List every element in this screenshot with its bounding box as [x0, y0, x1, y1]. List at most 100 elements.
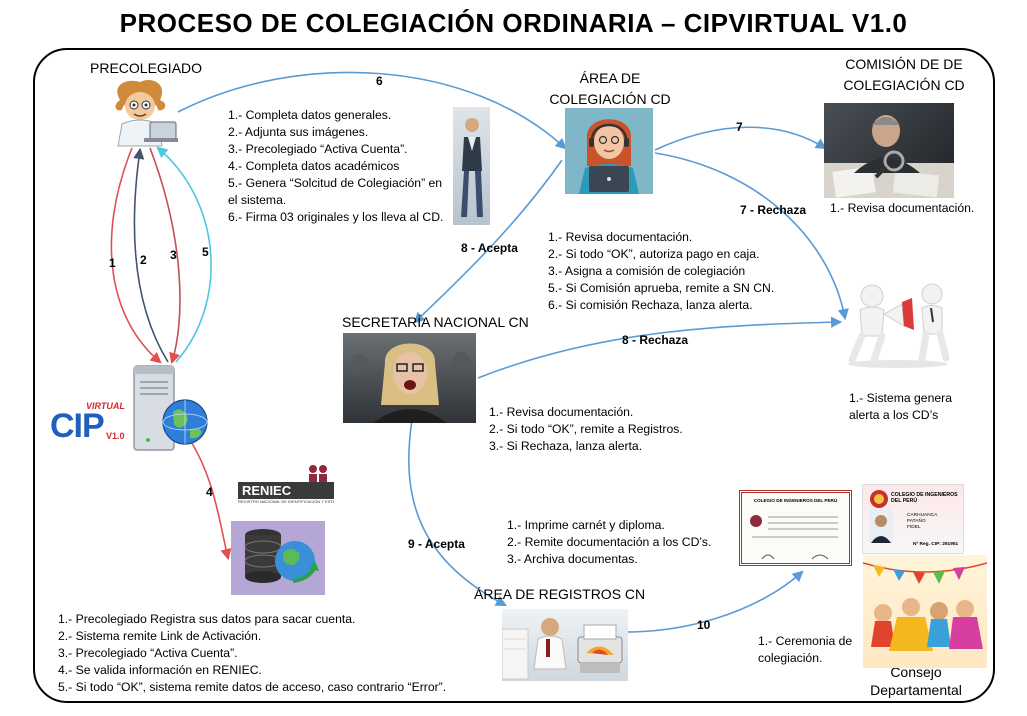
ceremonia-task-list: 1.- Ceremonia de colegiación.	[758, 633, 852, 667]
list-item: 1.- Ceremonia de	[758, 634, 853, 648]
list-item: 1.- Revisa documentación.	[830, 201, 975, 215]
list-item: 1.- Revisa documentación.	[489, 405, 634, 419]
diploma-header: COLEGIO DE INGENIEROS DEL PERÚ	[753, 498, 838, 503]
list-item: 5.- Si Comisión aprueba, remite a SN CN.	[548, 281, 775, 295]
step-label-3: 3	[170, 248, 177, 262]
list-item: 1.- Imprime carnét y diploma.	[507, 518, 665, 532]
actor-consejo-label-line1: Consejo	[890, 664, 942, 680]
list-item: 4.- Se valida información en RENIEC.	[58, 663, 262, 677]
actor-consejo-label: Consejo Departamental	[856, 664, 976, 698]
diagram-frame	[33, 48, 995, 703]
cip-logo-text: CIP	[50, 407, 105, 445]
scientist-laptop-icon	[115, 80, 178, 147]
celebration-dancers-image	[863, 555, 987, 668]
step-label-6: 6	[376, 74, 383, 88]
arrow-step-9-acepta	[408, 419, 507, 607]
cip-logo-version: V1.0	[106, 431, 125, 441]
reniec-logo-text: RENIEC	[238, 482, 334, 499]
list-item: colegiación.	[758, 651, 823, 665]
precolegiado-task-list: 1.- Completa datos generales. 2.- Adjunt…	[228, 107, 443, 226]
step-label-4: 4	[206, 485, 213, 499]
carnet-header-line2: DEL PERÚ	[891, 498, 918, 504]
list-item: alerta a los CD’s	[849, 408, 939, 422]
arrow-step-5	[156, 146, 212, 363]
list-item: 6.- Firma 03 originales y los lleva al C…	[228, 210, 444, 224]
list-item: 5.- Genera “Solcitud de Colegiación” en	[228, 176, 443, 190]
screaming-woman-icon	[343, 333, 476, 423]
list-item: 1.- Sistema genera	[849, 391, 952, 405]
actor-comision-label-line1: COMISIÓN DE DE	[845, 56, 963, 72]
server-globe-icon	[133, 365, 208, 451]
arrow-step-3	[149, 147, 181, 365]
step-label-5: 5	[202, 245, 209, 259]
list-item: 2.- Si todo “OK”, remite a Registros.	[489, 422, 683, 436]
actor-comision-label-line2: COLEGIACIÓN CD	[843, 77, 965, 93]
reniec-logo-subtitle: REGISTRO NACIONAL DE IDENTIFICACIÓN Y ES…	[238, 499, 334, 504]
carnet-name-line1: CARHUANCA	[907, 513, 938, 518]
carnet-seal-icon	[870, 490, 888, 508]
diploma-image: COLEGIO DE INGENIEROS DEL PERÚ	[739, 490, 852, 566]
page-title: PROCESO DE COLEGIACIÓN ORDINARIA – CIPVI…	[119, 8, 908, 38]
actor-area-label: ÁREA DE COLEGIACIÓN CD	[540, 70, 680, 107]
list-item: 3.- Asigna a comisión de colegiación	[548, 264, 746, 278]
magnifier-reviewer-icon	[824, 103, 954, 198]
list-item: 2.- Sistema remite Link de Activación.	[58, 629, 262, 643]
actor-registros-label: ÁREA DE REGISTROS CN	[474, 586, 646, 602]
arrow-step-8-rechaza	[477, 316, 843, 379]
database-sync-icon	[231, 521, 325, 595]
list-item: 6.- Si comisión Rechaza, lanza alerta.	[548, 298, 753, 312]
list-item: el sistema.	[228, 193, 287, 207]
comision-task-list: 1.- Revisa documentación.	[830, 200, 974, 217]
arrow-step-8-acepta	[413, 159, 563, 324]
secretaria-task-list: 1.- Revisa documentación. 2.- Si todo “O…	[489, 404, 683, 455]
carnet-name-line3: FIDEL	[907, 525, 921, 530]
actor-area-label-line2: COLEGIACIÓN CD	[549, 91, 671, 107]
carnet-header-line1: COLEGIO DE INGENIEROS	[891, 492, 958, 498]
arrow-step-4	[189, 439, 232, 561]
diploma-seal-icon	[750, 515, 838, 560]
actor-comision-label: COMISIÓN DE DE COLEGIACIÓN CD	[834, 56, 974, 93]
step-label-7-rechaza: 7 - Rechaza	[740, 203, 807, 217]
operator-headset-icon	[565, 108, 653, 194]
actor-secretaria-label: SECRETARÍA NACIONAL CN	[342, 314, 529, 330]
sistema-task-list: 1.- Precolegiado Registra sus datos para…	[58, 611, 446, 696]
list-item: 1.- Revisa documentación.	[548, 230, 693, 244]
arrow-step-7	[654, 126, 827, 151]
arrow-step-6	[177, 71, 567, 150]
carnet-image: COLEGIO DE INGENIEROS DEL PERÚ CARHUANCA…	[862, 484, 964, 554]
carnet-header: COLEGIO DE INGENIEROS DEL PERÚ	[891, 492, 958, 504]
registros-task-list: 1.- Imprime carnét y diploma. 2.- Remite…	[507, 517, 711, 568]
megaphone-alert-icon	[848, 283, 950, 368]
step-label-7: 7	[736, 120, 743, 134]
arrow-step-2	[133, 147, 169, 363]
actor-area-label-line1: ÁREA DE	[579, 70, 641, 86]
list-item: 5.- Si todo “OK”, sistema remite datos d…	[58, 680, 447, 694]
walking-man-photo	[453, 107, 490, 225]
cip-virtual-logo: CIP VIRTUAL V1.0	[50, 401, 128, 445]
reniec-emblem-icon	[309, 465, 327, 484]
list-item: 1.- Precolegiado Registra sus datos para…	[58, 612, 356, 626]
area-task-list: 1.- Revisa documentación. 2.- Si todo “O…	[548, 229, 774, 314]
list-item: 4.- Completa datos académicos	[228, 159, 400, 173]
actor-consejo-label-line2: Departamental	[870, 682, 962, 698]
list-item: 2.- Adjunta sus imágenes.	[228, 125, 369, 139]
list-item: 2.- Si todo “OK”, autoriza pago en caja.	[548, 247, 760, 261]
step-label-8-acepta: 8 - Acepta	[461, 241, 518, 255]
step-label-8-rechaza: 8 - Rechaza	[622, 333, 689, 347]
carnet-name-line2: PATAÑO	[907, 519, 926, 524]
list-item: 2.- Remite documentación a los CD’s.	[507, 535, 712, 549]
printer-office-icon	[502, 609, 628, 681]
alerta-task-list: 1.- Sistema genera alerta a los CD’s	[849, 390, 952, 424]
step-label-2: 2	[140, 253, 147, 267]
list-item: 3.- Precolegiado “Activa Cuenta”.	[58, 646, 238, 660]
list-item: 3.- Si Rechaza, lanza alerta.	[489, 439, 643, 453]
carnet-name: CARHUANCA PATAÑO FIDEL	[907, 513, 937, 531]
cip-logo-virtual: VIRTUAL	[86, 401, 125, 411]
list-item: 3.- Archiva documentas.	[507, 552, 638, 566]
reniec-logo: RENIEC REGISTRO NACIONAL DE IDENTIFICACI…	[238, 464, 334, 504]
actor-precolegiado-label: PRECOLEGIADO	[90, 60, 203, 76]
list-item: 1.- Completa datos generales.	[228, 108, 392, 122]
arrow-step-7-rechaza	[654, 152, 849, 321]
arrow-step-1	[110, 147, 162, 364]
